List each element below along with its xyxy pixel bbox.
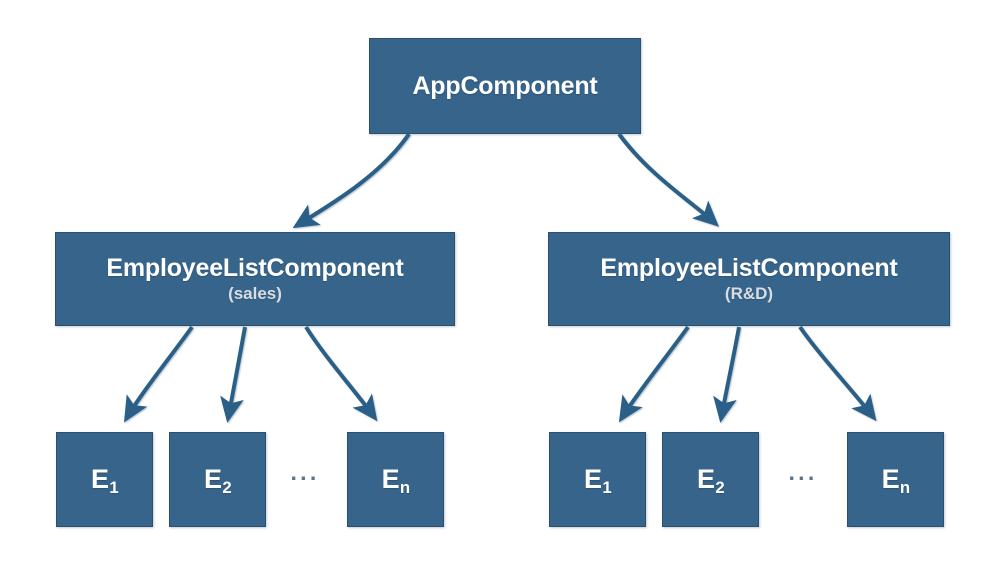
node-employee-right-n[interactable]: En [847,432,944,527]
leaf-subscript: 1 [602,477,612,497]
edge-root-to-sales [292,132,411,229]
node-employee-right-1[interactable]: E1 [549,432,646,527]
node-app-component[interactable]: AppComponent [369,38,641,134]
edge-sales-to-en [304,325,378,422]
leaf-base-letter: E [881,464,900,495]
edge-root-to-rnd [617,132,719,227]
node-employee-left-1[interactable]: E1 [56,432,153,527]
ellipsis-left: ··· [290,465,320,491]
leaf-subscript: 1 [109,477,119,497]
node-employee-left-1-label: E1 [91,464,119,496]
node-employee-right-2[interactable]: E2 [662,432,759,527]
edge-rnd-to-e2 [713,326,741,423]
node-employee-left-2-label: E2 [204,464,232,496]
node-employee-list-component-sales[interactable]: EmployeeListComponent (sales) [55,232,455,326]
node-employee-right-2-label: E2 [697,464,725,496]
node-employee-left-n[interactable]: En [347,432,444,527]
leaf-subscript: n [399,477,410,497]
edge-rnd-to-en [798,325,877,422]
node-employee-left-2[interactable]: E2 [169,432,266,527]
leaf-base-letter: E [91,464,109,495]
node-employee-list-sales-label: EmployeeListComponent [106,253,404,282]
node-employee-right-n-label: En [881,464,911,496]
edge-sales-to-e1 [123,325,194,423]
leaf-base-letter: E [584,464,602,495]
leaf-base-letter: E [204,464,222,495]
node-employee-list-rnd-sublabel: (R&D) [724,284,774,304]
ellipsis-right: ··· [788,465,818,491]
leaf-base-letter: E [381,464,400,495]
node-employee-list-component-rnd[interactable]: EmployeeListComponent (R&D) [548,232,950,326]
leaf-base-letter: E [697,464,715,495]
leaf-subscript: 2 [222,477,232,497]
edge-sales-to-e2 [220,326,247,423]
node-employee-list-rnd-label: EmployeeListComponent [600,253,898,282]
node-employee-right-1-label: E1 [584,464,612,496]
node-employee-left-n-label: En [381,464,411,496]
leaf-subscript: 2 [715,477,725,497]
edge-rnd-to-e1 [618,325,690,423]
node-app-component-label: AppComponent [412,71,598,100]
node-employee-list-sales-sublabel: (sales) [228,284,282,304]
leaf-subscript: n [899,477,910,497]
